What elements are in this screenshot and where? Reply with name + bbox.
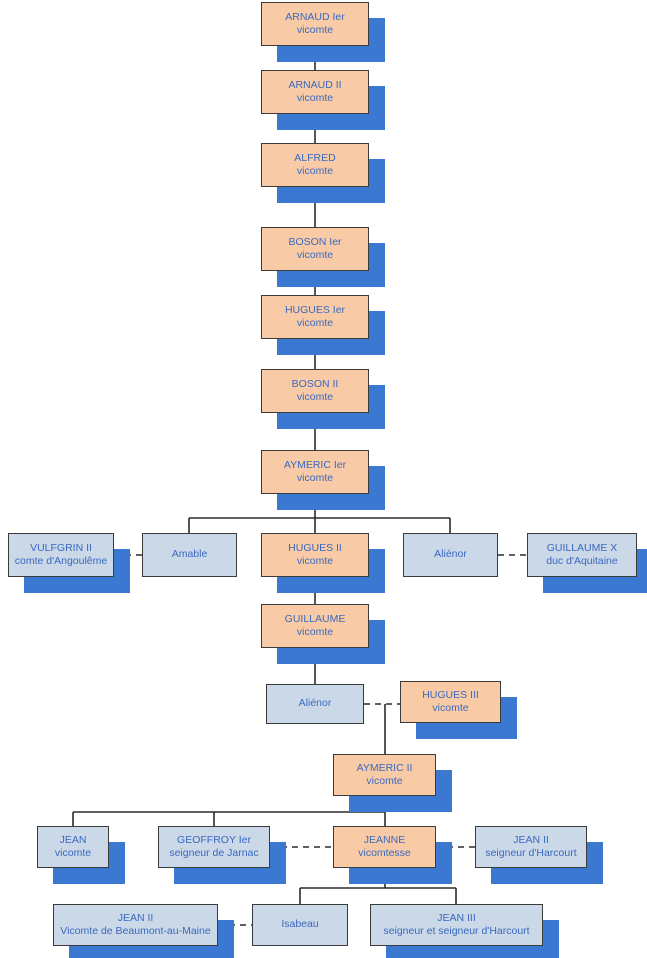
person-title: vicomte [366,775,403,787]
person-title: vicomte [296,472,334,484]
person-title: vicomte [296,555,334,567]
person-name: Aliénor [298,697,332,710]
person-title: vicomte [296,249,334,261]
person-title: comte d'Angoulême [14,555,108,567]
person-title: vicomte [296,626,334,638]
person-node-alienor1[interactable]: Aliénor [403,533,498,577]
person-title: seigneur de Jarnac [169,847,259,859]
person-name: BOSON Ier [288,235,342,248]
person-name: GUILLAUME X [546,541,618,554]
person-title: vicomte [296,317,334,329]
person-title: Vicomte de Beaumont-au-Maine [60,925,211,937]
person-title: seigneur d'Harcourt [485,847,577,859]
person-name: Amable [171,548,208,561]
person-name: ARNAUD II [288,78,342,91]
person-node-amable[interactable]: Amable [142,533,237,577]
person-name: GEOFFROY Ier [177,833,251,846]
person-title: vicomte [432,702,469,714]
person-name: HUGUES III [422,688,479,701]
person-name: HUGUES Ier [284,303,346,316]
person-title: vicomte [296,165,334,177]
person-name: ARNAUD Ier [285,10,345,23]
person-title: vicomte [296,92,334,104]
person-name: Aliénor [434,548,467,561]
person-node-alienor2[interactable]: Aliénor [266,684,364,724]
person-name: Isabeau [281,918,319,931]
person-title: vicomte [296,391,334,403]
person-title: vicomte [54,847,92,859]
person-name: AYMERIC Ier [283,458,347,471]
person-title: seigneur et seigneur d'Harcourt [383,925,530,937]
person-title: vicomtesse [358,847,411,859]
person-name: JEAN II [117,911,154,924]
person-name: BOSON II [291,377,339,390]
person-name: ALFRED [294,151,336,164]
person-name: VULFGRIN II [30,541,92,554]
person-node-isabeau[interactable]: Isabeau [252,904,348,946]
person-name: GUILLAUME [284,612,346,625]
person-title: duc d'Aquitaine [546,555,618,567]
person-name: JEANNE [363,833,406,846]
person-title: vicomte [296,24,334,36]
person-name: JEAN III [437,911,476,924]
person-name: AYMERIC II [356,761,413,774]
person-name: HUGUES II [288,541,342,554]
person-name: JEAN II [513,833,549,846]
person-name: JEAN [59,833,87,846]
